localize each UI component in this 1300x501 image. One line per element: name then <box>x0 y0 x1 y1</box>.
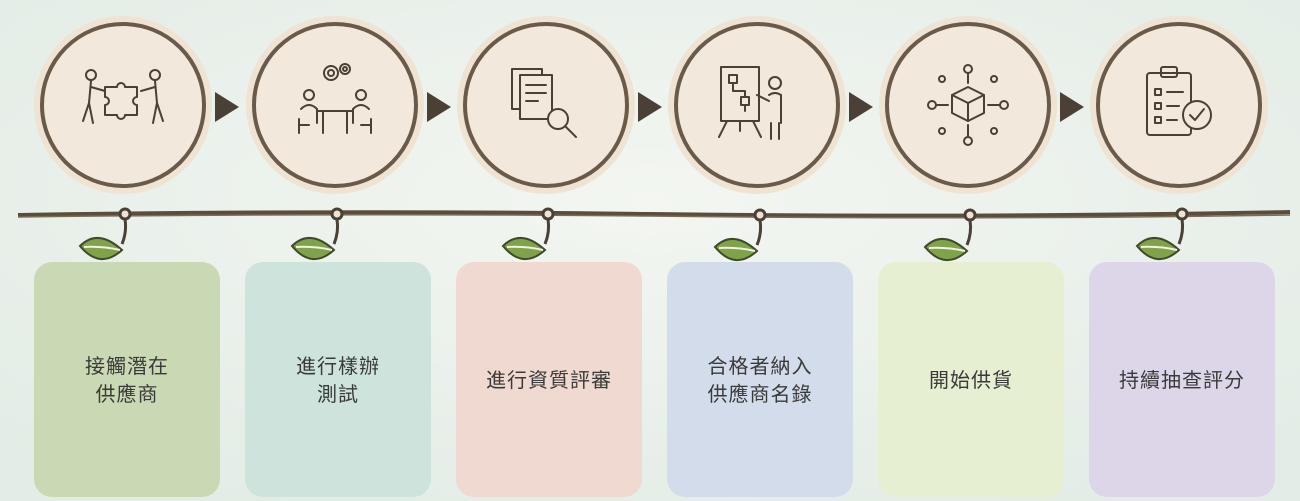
arrow-4 <box>849 92 873 122</box>
document-search-icon <box>511 68 577 138</box>
step-1-card: 接觸潛在 供應商 <box>34 262 220 497</box>
step-5-circle <box>885 22 1051 188</box>
step-4-circle <box>674 22 840 188</box>
step-4-card: 合格者納入 供應商名錄 <box>667 262 853 497</box>
meeting-gears-icon <box>298 63 372 134</box>
step-2-label: 進行樣辦 測試 <box>296 352 380 408</box>
leaf-5 <box>923 238 969 261</box>
step-3-label: 進行資質評審 <box>486 366 612 394</box>
clipboard-check-icon <box>1146 66 1212 136</box>
step-3-card: 進行資質評審 <box>456 262 642 497</box>
leaf-1 <box>78 237 124 260</box>
leaf-3 <box>501 237 547 260</box>
timeline-rope <box>17 207 1291 246</box>
step-1-label-line1: 接觸潛在 <box>85 353 169 378</box>
leaf-4 <box>713 238 759 261</box>
step-6-label: 持續抽查評分 <box>1119 366 1245 394</box>
step-3-circle <box>463 22 629 188</box>
step-3-label-line1: 進行資質評審 <box>486 367 612 392</box>
step-6-label-line1: 持續抽查評分 <box>1119 367 1245 392</box>
arrow-5 <box>1060 92 1084 122</box>
arrow-2 <box>427 92 451 122</box>
step-4-label-line2: 供應商名錄 <box>707 381 813 406</box>
rope-knots <box>118 207 1189 246</box>
step-1-label-line2: 供應商 <box>95 381 159 406</box>
puzzle-handshake-icon <box>82 69 164 124</box>
presentation-flowchart-icon <box>718 66 782 140</box>
leaf-2 <box>290 237 336 260</box>
step-6-card: 持續抽查評分 <box>1089 262 1275 497</box>
arrow-1 <box>215 92 239 122</box>
step-1-label: 接觸潛在 供應商 <box>85 352 169 408</box>
step-2-label-line2: 測試 <box>317 381 359 406</box>
arrow-3 <box>638 92 662 122</box>
step-2-label-line1: 進行樣辦 <box>296 353 380 378</box>
step-4-label-line1: 合格者納入 <box>707 353 813 378</box>
step-6-circle <box>1096 22 1262 188</box>
step-1-circle <box>40 22 206 188</box>
step-2-circle <box>252 22 418 188</box>
step-2-card: 進行樣辦 測試 <box>245 262 431 497</box>
box-network-icon <box>927 64 1009 146</box>
step-5-card: 開始供貨 <box>878 262 1064 497</box>
step-5-label-line1: 開始供貨 <box>929 367 1013 392</box>
step-4-label: 合格者納入 供應商名錄 <box>708 352 813 408</box>
step-5-label: 開始供貨 <box>929 366 1013 394</box>
leaf-6 <box>1135 237 1181 260</box>
